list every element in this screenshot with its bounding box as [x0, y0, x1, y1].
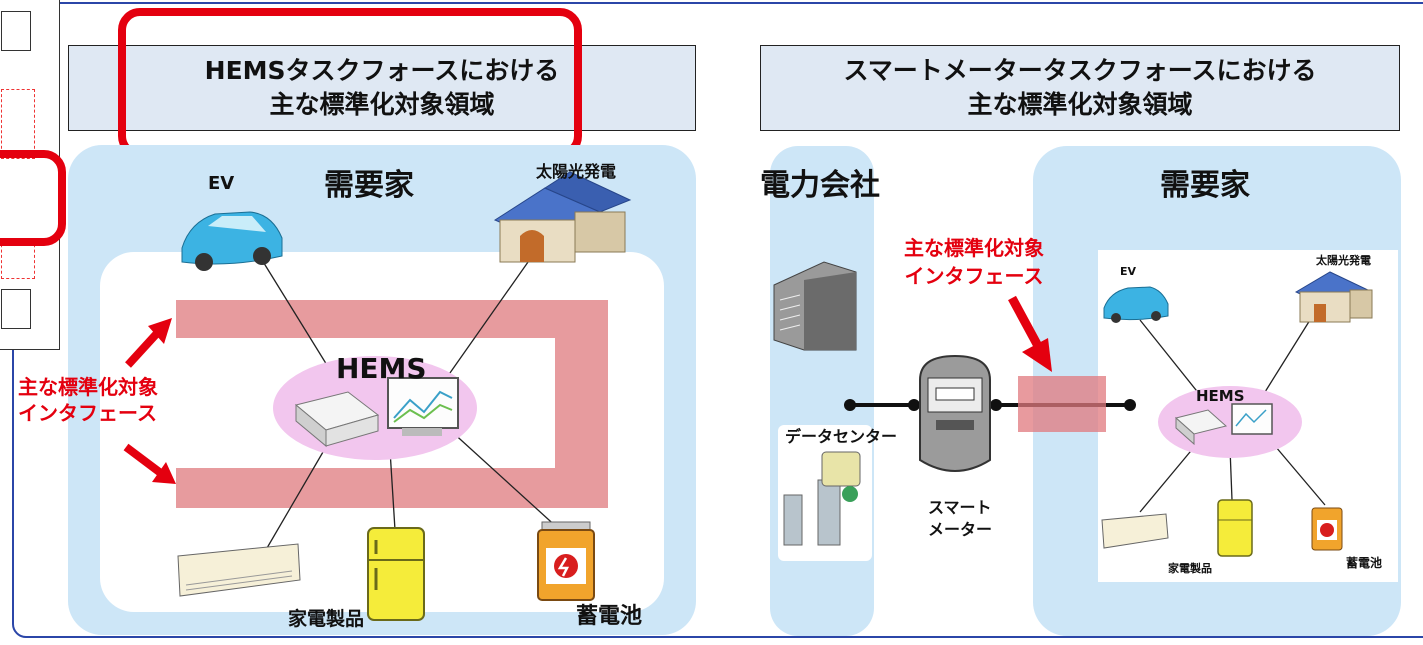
monitor-icon — [387, 377, 459, 436]
right-hems-router-icon — [1174, 409, 1228, 446]
meter-label-line2: メーター — [928, 520, 993, 539]
right-ev-label: EV — [1120, 265, 1137, 278]
right-battery-label: 蓄電池 — [1346, 556, 1383, 570]
right-solar-label: 太陽光発電 — [1316, 254, 1371, 267]
side-dashed-box — [1, 89, 35, 159]
side-box-top — [1, 11, 31, 51]
right-interface-line1: 主な標準化対象 — [904, 236, 1044, 260]
datacenter-icon — [783, 451, 861, 546]
right-aircon-icon — [1101, 513, 1169, 549]
right-title-line2: 主な標準化対象領域 — [967, 90, 1193, 119]
air-conditioner-icon — [177, 543, 301, 597]
right-title-box: スマートメータータスクフォースにおける 主な標準化対象領域 — [760, 45, 1400, 131]
left-title-line2: 主な標準化対象領域 — [269, 90, 495, 119]
side-highlight — [0, 150, 66, 246]
right-hems-label: HEMS — [1196, 387, 1245, 405]
line-node-left — [844, 399, 856, 411]
link-ev — [261, 259, 331, 371]
ev-car-icon — [181, 211, 283, 271]
side-panel — [0, 0, 60, 350]
left-diagram-svg — [123, 171, 632, 621]
left-interface-line2: インタフェース — [18, 401, 157, 425]
right-ev-icon — [1103, 286, 1169, 323]
left-appliance-label: 家電製品 — [288, 608, 365, 630]
line-node-right — [1124, 399, 1136, 411]
r-link-solar — [1259, 319, 1311, 401]
solar-house-icon — [493, 171, 632, 263]
meter-label: スマート メーター — [928, 497, 992, 541]
arrow-down-right-icon — [1008, 295, 1052, 372]
smart-meter-icon — [919, 354, 991, 472]
left-title-line1: HEMSタスクフォースにおける — [204, 56, 560, 85]
building-icon — [773, 261, 857, 351]
arrow-down-icon — [123, 443, 176, 484]
r-link-battery — [1269, 439, 1326, 506]
interface-block — [1018, 376, 1106, 432]
right-interface-line2: インタフェース — [904, 264, 1044, 288]
left-interface-label: 主な標準化対象 インタフェース — [18, 374, 158, 426]
fridge-icon — [367, 527, 425, 621]
right-appliance-label: 家電製品 — [1168, 562, 1212, 575]
line-node-meter-left — [908, 399, 920, 411]
right-title-line1: スマートメータータスクフォースにおける — [843, 56, 1317, 85]
left-interface-line1: 主な標準化対象 — [18, 375, 158, 399]
utility-label: 電力会社 — [760, 168, 880, 203]
left-hems-label: HEMS — [336, 352, 427, 385]
right-fridge-icon — [1217, 499, 1253, 557]
left-title-box: HEMSタスクフォースにおける 主な標準化対象領域 — [68, 45, 696, 131]
battery-icon — [537, 521, 595, 601]
line-node-meter-right — [990, 399, 1002, 411]
link-aircon — [259, 439, 331, 561]
arrow-up-icon — [125, 318, 172, 368]
right-monitor-icon — [1231, 403, 1273, 435]
r-link-aircon — [1139, 439, 1201, 513]
side-box-bottom — [1, 289, 31, 329]
right-zone-label: 需要家 — [1160, 168, 1250, 203]
left-battery-label: 蓄電池 — [576, 604, 643, 629]
right-solar-house-icon — [1294, 271, 1373, 323]
right-interface-label: 主な標準化対象 インタフェース — [904, 234, 1044, 290]
left-ev-label: EV — [208, 173, 235, 194]
hems-router-icon — [294, 391, 380, 448]
meter-label-line1: スマート — [928, 498, 992, 517]
interface-band-top — [176, 300, 608, 338]
datacenter-label: データセンター — [785, 427, 898, 446]
link-fridge — [389, 449, 396, 531]
right-diagram-svg — [773, 261, 1373, 557]
left-solar-label: 太陽光発電 — [536, 162, 617, 181]
link-solar — [444, 244, 541, 381]
left-zone-label: 需要家 — [324, 168, 414, 203]
link-battery — [449, 429, 561, 531]
right-battery-icon — [1311, 507, 1343, 551]
